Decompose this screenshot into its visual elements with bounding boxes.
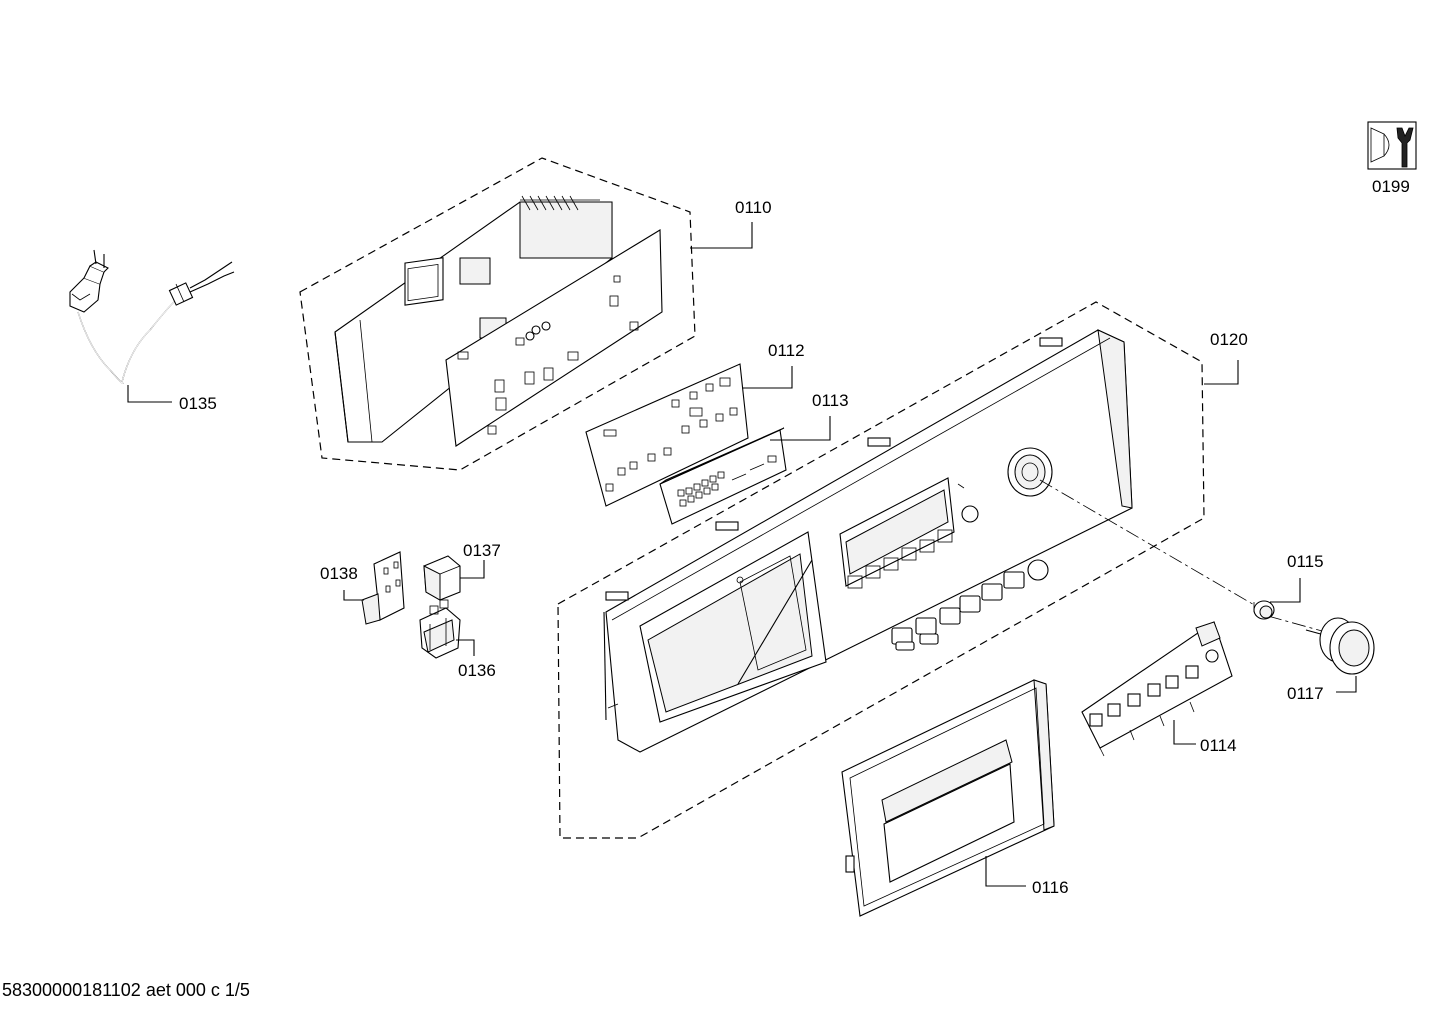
capacitor-part	[423, 555, 461, 601]
assembly-0120-outline	[557, 301, 1205, 839]
part-label-0135: 0135	[179, 394, 217, 413]
part-label-0138: 0138	[320, 564, 358, 583]
filter-part	[419, 599, 461, 659]
mounting-bracket-part	[361, 551, 405, 625]
control-module-part	[334, 195, 663, 447]
part-label-0199: 0199	[1372, 177, 1410, 196]
part-label-0117: 0117	[1287, 684, 1324, 703]
part-label-0137: 0137	[463, 541, 501, 560]
document-footer-code: 58300000181102 aet 000 c 1/5	[2, 980, 250, 1000]
part-label-0110: 0110	[735, 198, 772, 217]
part-label-0120: 0120	[1210, 330, 1248, 349]
part-label-0112: 0112	[768, 341, 805, 360]
knob-part	[1305, 617, 1375, 675]
led-holder-part	[659, 427, 787, 525]
power-cord-part	[69, 249, 235, 385]
part-label-0116: 0116	[1032, 878, 1069, 897]
drawer-handle-part	[841, 679, 1055, 917]
part-label-0114: 0114	[1200, 736, 1237, 755]
part-label-0115: 0115	[1287, 552, 1324, 571]
control-panel-part	[603, 329, 1133, 753]
assembly-0110-outline	[299, 157, 696, 471]
wrench-bolt-icon	[1367, 121, 1417, 170]
part-label-0136: 0136	[458, 661, 496, 680]
display-board-part	[585, 363, 749, 507]
button-carrier-part	[1081, 621, 1233, 757]
part-label-0113: 0113	[812, 391, 849, 410]
knob-insert-part	[1253, 600, 1275, 620]
